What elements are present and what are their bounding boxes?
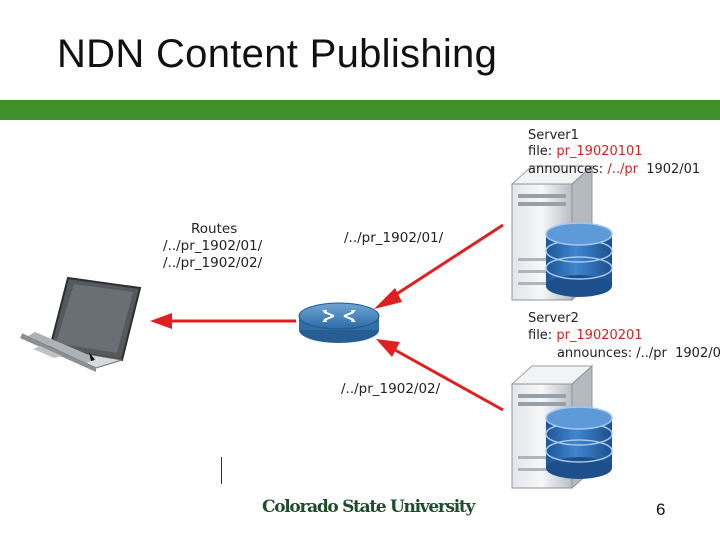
server1-announces-prefix: /../pr <box>607 162 638 177</box>
route-entry: /../pr_1902/02/ <box>163 255 263 271</box>
text-cursor <box>221 457 222 484</box>
server2-name: Server2 <box>528 311 579 326</box>
server1-announces-suffix: 1902/01 <box>638 162 700 177</box>
route-entry: /../pr_1902/01/ <box>163 238 263 254</box>
laptop-icon <box>20 276 142 372</box>
arrow-label-server2: /../pr_1902/02/ <box>341 381 441 397</box>
title-bar <box>0 100 720 120</box>
slide-title: NDN Content Publishing <box>57 32 498 76</box>
server1-name: Server1 <box>528 128 579 143</box>
arrow-server1-to-router <box>374 223 504 309</box>
server1-announces-label: announces: <box>528 162 607 177</box>
database-icon <box>545 222 613 297</box>
database-icon <box>545 406 613 479</box>
routes-title: Routes <box>191 221 237 237</box>
server2-announces-value: /../pr 1902/02 <box>636 346 720 361</box>
server1-file-label: file: <box>528 144 556 159</box>
server2-file: file: pr_19020201 <box>528 328 643 343</box>
server2-file-label: file: <box>528 328 556 343</box>
arrow-server2-to-router <box>376 339 504 412</box>
university-logo: Colorado State University <box>262 497 475 517</box>
arrow-label-server1: /../pr_1902/01/ <box>344 230 444 246</box>
server1-announces: announces: /../pr 1902/01 <box>528 162 700 177</box>
server2-file-value: pr_19020201 <box>556 328 642 343</box>
network-diagram: Routes /../pr_1902/01/ /../pr_1902/02/ /… <box>20 128 720 490</box>
server2-announces-label: announces: <box>557 346 636 361</box>
server1-file-value: pr_19020101 <box>556 144 642 159</box>
server2-announces: announces: /../pr 1902/02 <box>528 346 720 361</box>
page-number: 6 <box>656 500 666 519</box>
arrow-router-to-laptop <box>150 313 296 329</box>
router-icon <box>298 302 380 343</box>
diagram-canvas: Routes /../pr_1902/01/ /../pr_1902/02/ /… <box>0 120 720 490</box>
server1-file: file: pr_19020101 <box>528 144 643 159</box>
